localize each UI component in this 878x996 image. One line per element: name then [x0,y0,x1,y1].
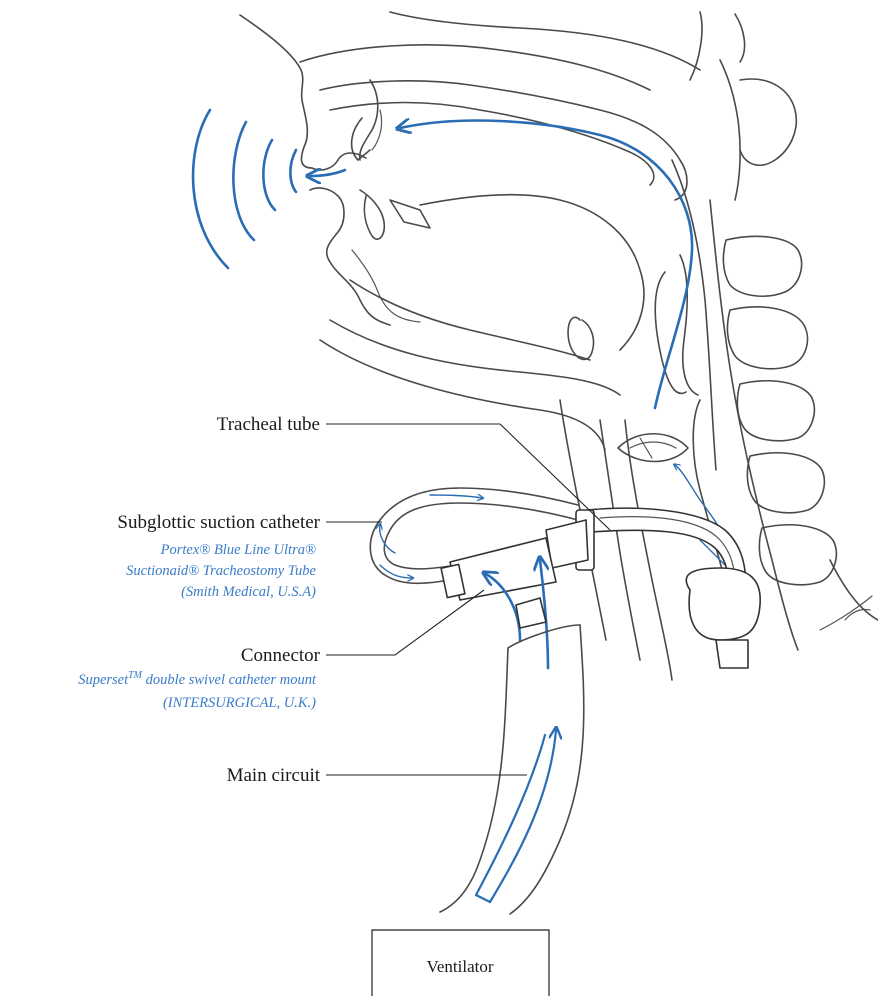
main-circuit-hose [440,598,584,914]
tracheal-tube-device [441,508,760,668]
connector-title: Connector [241,645,321,666]
connector-product-line1: SupersetTM double swivel catheter mount [78,670,317,688]
main-circuit-label: Main circuit [227,765,321,786]
sound-wave-icon [193,110,296,268]
subglottic-product-line2: Suctionaid® Tracheostomy Tube [126,563,316,579]
labels: Tracheal tube Subglottic suction cathete… [78,414,321,786]
subglottic-title: Subglottic suction catheter [117,512,320,533]
connector-manufacturer: (INTERSURGICAL, U.K.) [163,695,316,711]
ventilator-box: Ventilator [372,930,549,996]
airflow-arrow-icon [310,121,735,575]
tracheal-tube-label: Tracheal tube [217,414,320,435]
subglottic-manufacturer: (Smith Medical, U.S.A) [181,584,316,600]
subglottic-product-line1: Portex® Blue Line Ultra® [160,542,316,558]
leader-lines [326,424,610,775]
ventilator-label: Ventilator [426,957,493,976]
